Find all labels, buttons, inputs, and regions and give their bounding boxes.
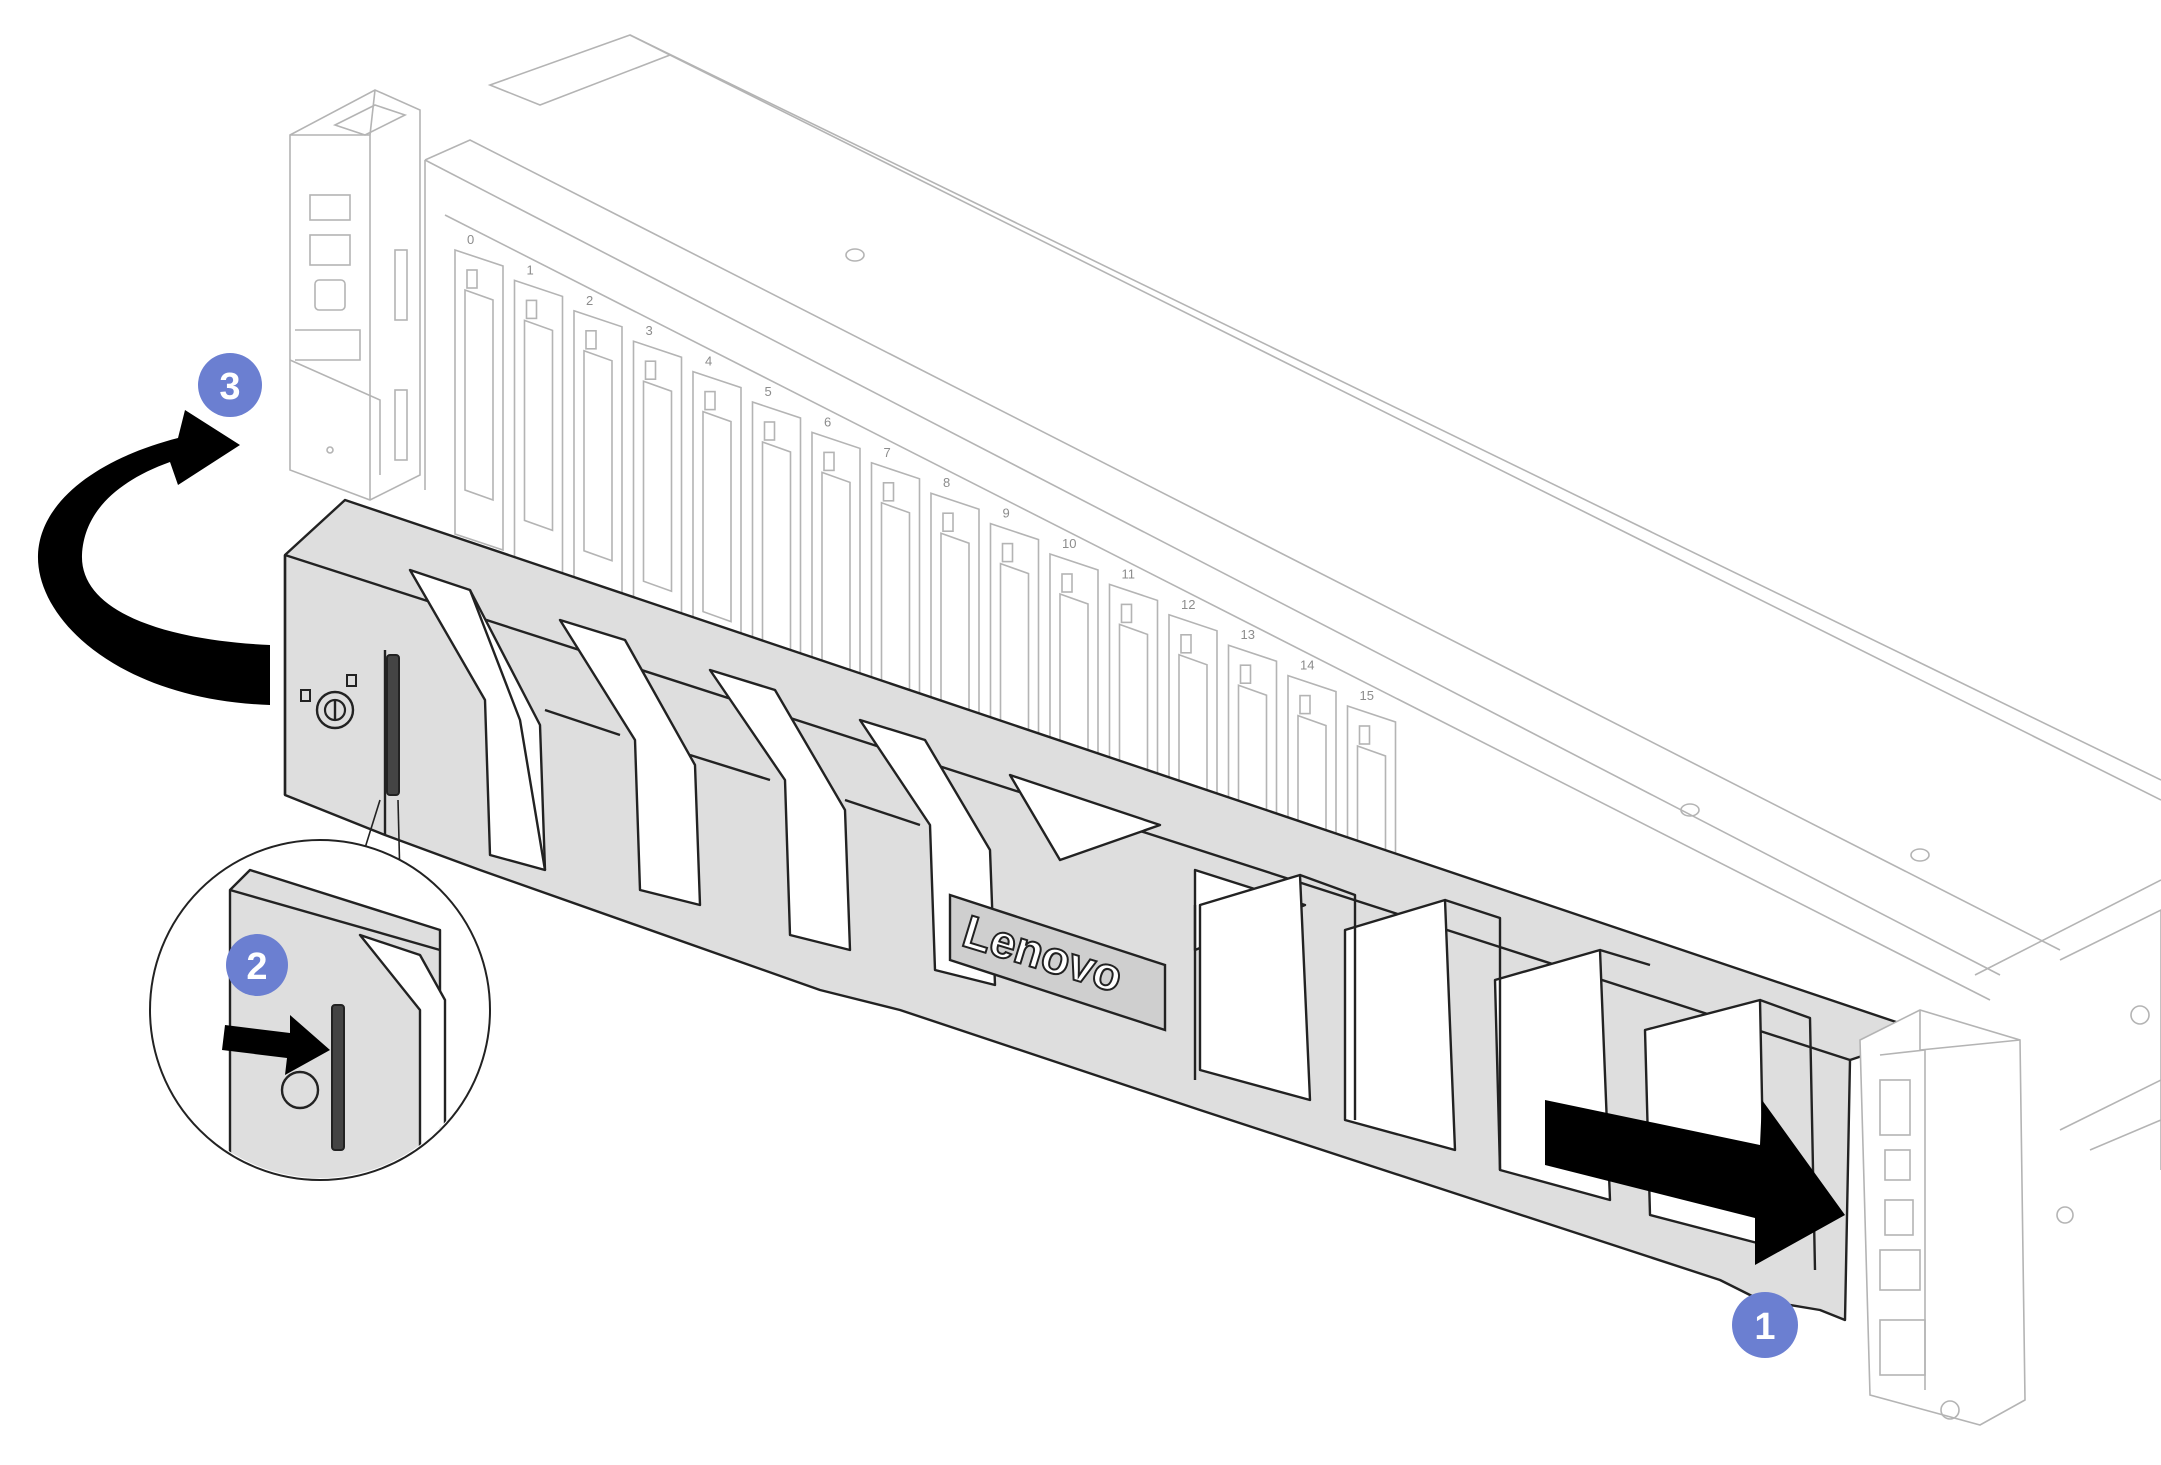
rotate-arrow-icon: [37, 410, 270, 705]
drive-bay[interactable]: 3: [632, 323, 683, 643]
bay-number: 3: [646, 323, 653, 338]
callout-2: 2: [226, 934, 288, 996]
callout-1: 1: [1732, 1292, 1798, 1358]
callout-1-label: 1: [1754, 1306, 1775, 1348]
bay-number: 15: [1360, 688, 1374, 703]
callout-2-label: 2: [246, 946, 267, 988]
lock-key-icon[interactable]: [315, 690, 355, 730]
bay-number: 14: [1300, 658, 1314, 673]
arrow-right-icon: [222, 1015, 330, 1075]
bay-number: 9: [1003, 506, 1010, 521]
unlock-icon: [300, 674, 357, 702]
bay-number: 4: [705, 354, 712, 369]
bay-number: 7: [884, 445, 891, 460]
release-latch-detail[interactable]: [331, 1004, 345, 1151]
bay-number: 11: [1122, 566, 1136, 581]
bay-number: 6: [824, 414, 831, 429]
drive-bay[interactable]: 2: [573, 293, 623, 612]
bay-number: 0: [467, 232, 474, 247]
bay-number: 10: [1062, 536, 1076, 551]
release-latch[interactable]: [386, 654, 400, 796]
bay-number: 1: [527, 262, 534, 277]
callout-3-label: 3: [219, 366, 240, 408]
right-rack-ear: [1859, 1009, 2026, 1426]
bay-number: 12: [1181, 597, 1195, 612]
callout-3: 3: [198, 353, 262, 417]
bay-number: 2: [586, 293, 593, 308]
bay-number: 13: [1241, 627, 1255, 642]
magnifier-detail: [149, 799, 491, 1181]
drive-bay[interactable]: 0: [454, 232, 504, 552]
bay-number: 8: [943, 475, 950, 490]
drive-bay[interactable]: 1: [513, 262, 564, 582]
bay-number: 5: [765, 384, 772, 399]
arrow-right-icon: [1545, 1100, 1845, 1265]
